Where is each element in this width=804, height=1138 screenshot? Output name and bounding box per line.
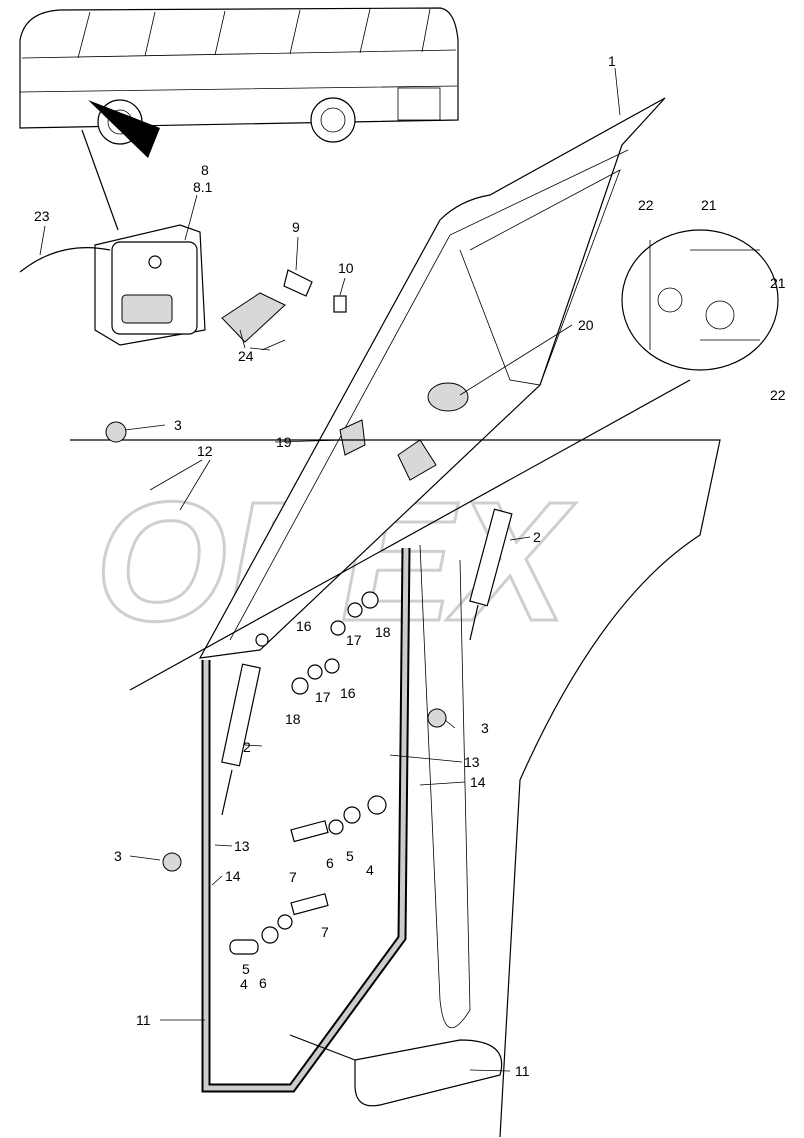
lock-assembly [19,224,347,351]
callout-3b: 3 [481,720,489,736]
callout-7a: 7 [289,869,297,885]
gas-strut-right [469,508,513,641]
callout-22b: 22 [770,387,786,403]
callout-labels: 1 8 8.1 9 10 23 24 20 22 21 21 22 3 12 1… [34,53,786,1079]
callout-5a: 5 [346,848,354,864]
callout-3a: 3 [174,417,182,433]
leader-lines [39,67,621,1072]
callout-3c: 3 [114,848,122,864]
callout-13b: 13 [234,838,250,854]
hardware [105,421,447,955]
callout-8: 8 [201,162,209,178]
callout-12: 12 [197,443,213,459]
callout-1: 1 [608,53,616,69]
door-seal [203,547,409,1091]
gear-detail-inset [621,229,779,371]
callout-6b: 6 [259,975,267,991]
callout-4a: 4 [366,862,374,878]
callout-18b: 18 [285,711,301,727]
callout-23: 23 [34,208,50,224]
callout-17b: 17 [315,689,331,705]
callout-16a: 16 [296,618,312,634]
callout-4b: 4 [240,976,248,992]
door-panel [198,97,666,659]
callout-17a: 17 [346,632,362,648]
callout-14b: 14 [225,868,241,884]
callout-9: 9 [292,219,300,235]
gas-strut-left [221,633,269,816]
callout-7b: 7 [321,924,329,940]
callout-21a: 21 [701,197,717,213]
callout-2a: 2 [533,529,541,545]
callout-11b: 11 [515,1063,530,1079]
callout-24: 24 [238,348,254,364]
callout-14a: 14 [470,774,486,790]
callout-2b: 2 [243,739,251,755]
bus-illustration [19,7,459,158]
callout-22a: 22 [638,197,654,213]
arrow-icon [88,100,160,158]
callout-19: 19 [276,434,292,450]
callout-6a: 6 [326,855,334,871]
callout-13a: 13 [464,754,480,770]
callout-20: 20 [578,317,594,333]
callout-5b: 5 [242,961,250,977]
callout-11a: 11 [136,1012,151,1028]
callout-10: 10 [338,260,354,276]
callout-21b: 21 [770,275,786,291]
callout-18a: 18 [375,624,391,640]
callout-16b: 16 [340,685,356,701]
callout-8-1: 8.1 [193,179,213,195]
